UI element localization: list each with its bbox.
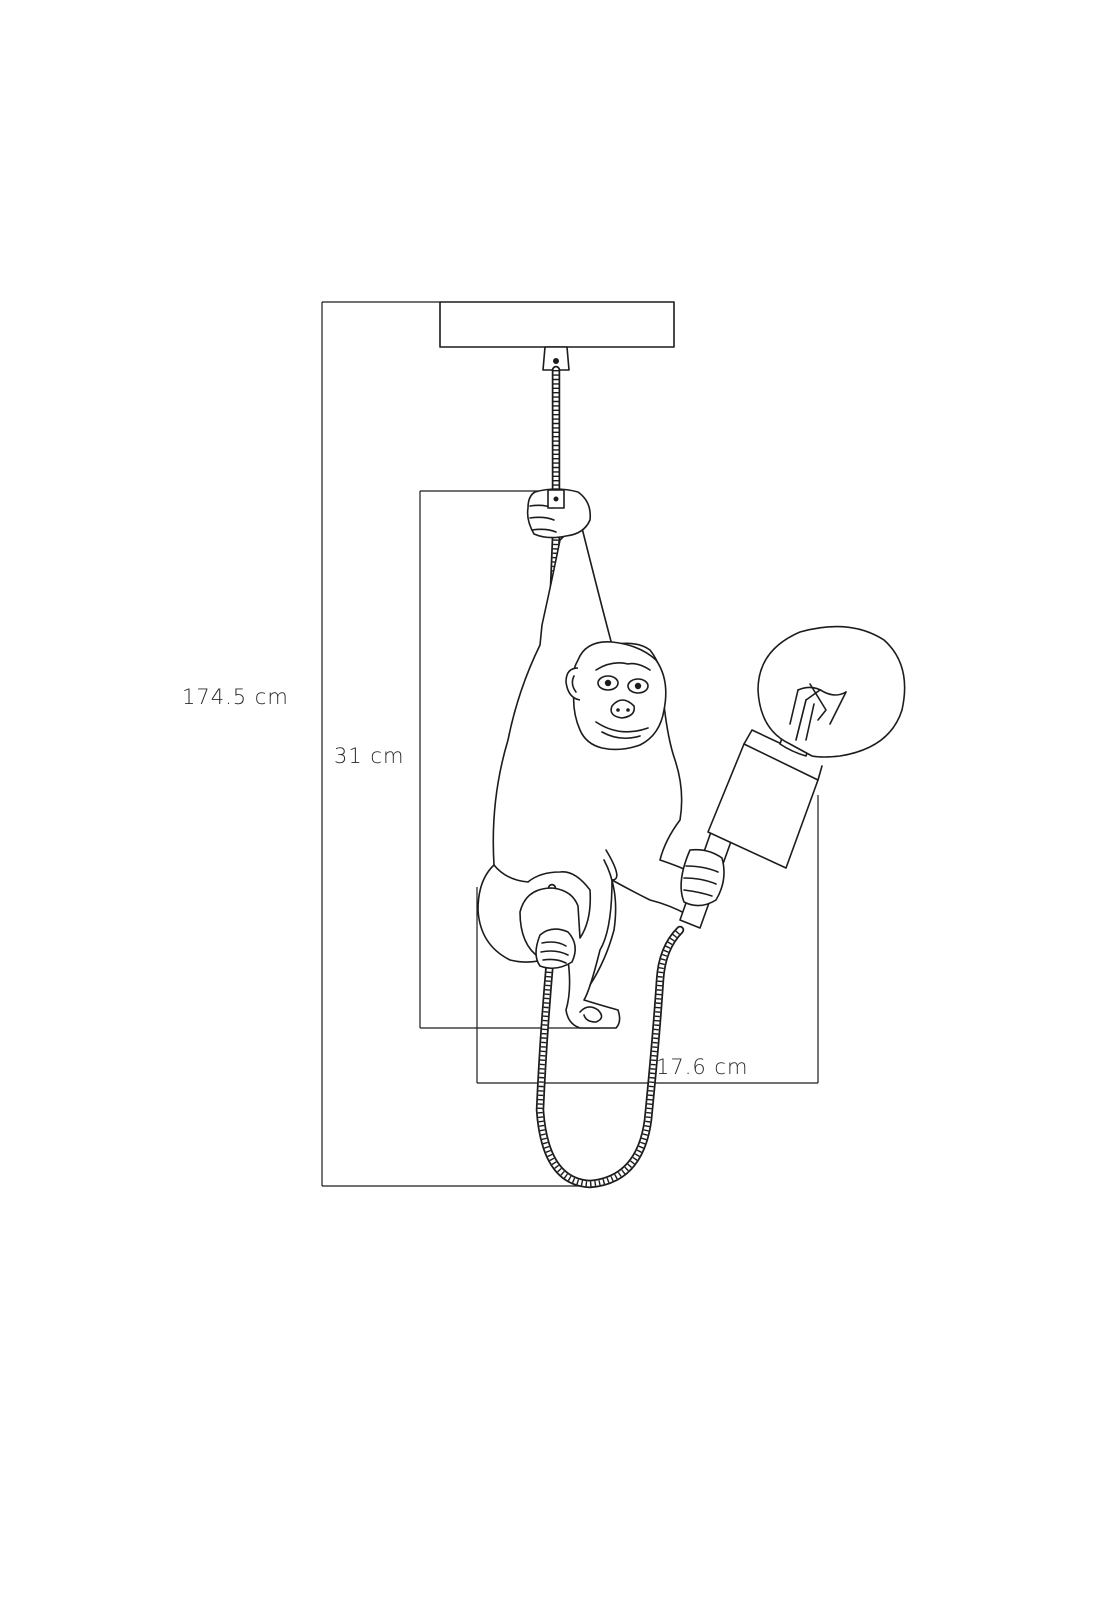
monkey-head bbox=[565, 641, 667, 751]
monkey-socket-hand bbox=[680, 848, 725, 907]
monkey-body bbox=[492, 519, 706, 1029]
monkey-figure bbox=[477, 488, 706, 1029]
dimension-label-width: 17.6 cm bbox=[656, 1055, 748, 1079]
dimension-width: 17.6 cm bbox=[476, 795, 819, 1084]
screw-icon bbox=[553, 358, 559, 364]
ceiling-canopy bbox=[439, 301, 675, 371]
monkey-upper-hand bbox=[526, 488, 592, 539]
eye-icon bbox=[604, 679, 612, 687]
dimension-body-height: 31 cm bbox=[334, 490, 600, 1029]
monkey-lower-hand bbox=[535, 928, 576, 970]
bulb-icon bbox=[757, 625, 906, 758]
dimension-label-total-height: 174.5 cm bbox=[182, 685, 289, 709]
dimension-total-height: 174.5 cm bbox=[182, 301, 600, 1187]
lamp-socket-assembly bbox=[679, 625, 906, 929]
eye-icon bbox=[634, 682, 642, 690]
monkey-tail bbox=[477, 864, 549, 963]
socket-housing bbox=[707, 743, 819, 869]
dimension-label-body-height: 31 cm bbox=[334, 744, 404, 768]
